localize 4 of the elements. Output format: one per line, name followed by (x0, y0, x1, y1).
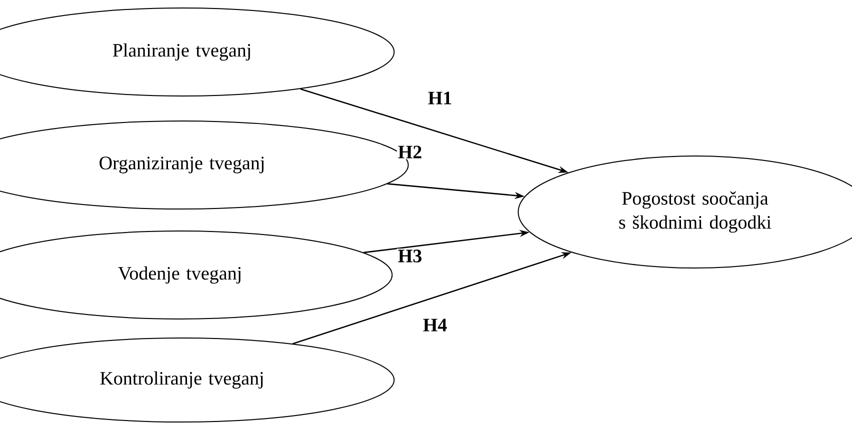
edge-label: H1 (426, 90, 454, 106)
edge-label: H2 (396, 144, 424, 160)
edge-label: H3 (396, 248, 424, 264)
edge-label: H4 (422, 318, 448, 332)
